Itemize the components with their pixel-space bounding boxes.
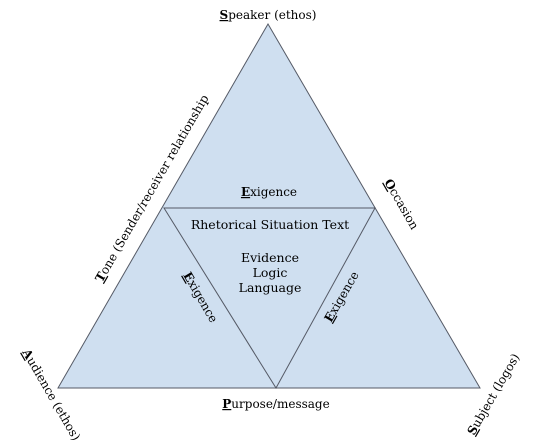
- exigence-top-label: Exigence: [241, 185, 297, 199]
- center-item-evidence: Evidence: [241, 250, 299, 265]
- audience-label: Audience (ethos): [19, 346, 83, 441]
- inner-triangle: [163, 207, 376, 389]
- occasion-label: Occasion: [381, 177, 421, 233]
- center-title: Rhetorical Situation Text: [191, 217, 349, 232]
- center-item-language: Language: [239, 280, 302, 295]
- purpose-label: Purpose/message: [222, 397, 329, 411]
- subject-label: Subject (logos): [464, 351, 522, 437]
- speaker-label: Speaker (ethos): [220, 8, 317, 22]
- center-item-logic: Logic: [253, 265, 288, 280]
- outer-triangle: [57, 23, 481, 389]
